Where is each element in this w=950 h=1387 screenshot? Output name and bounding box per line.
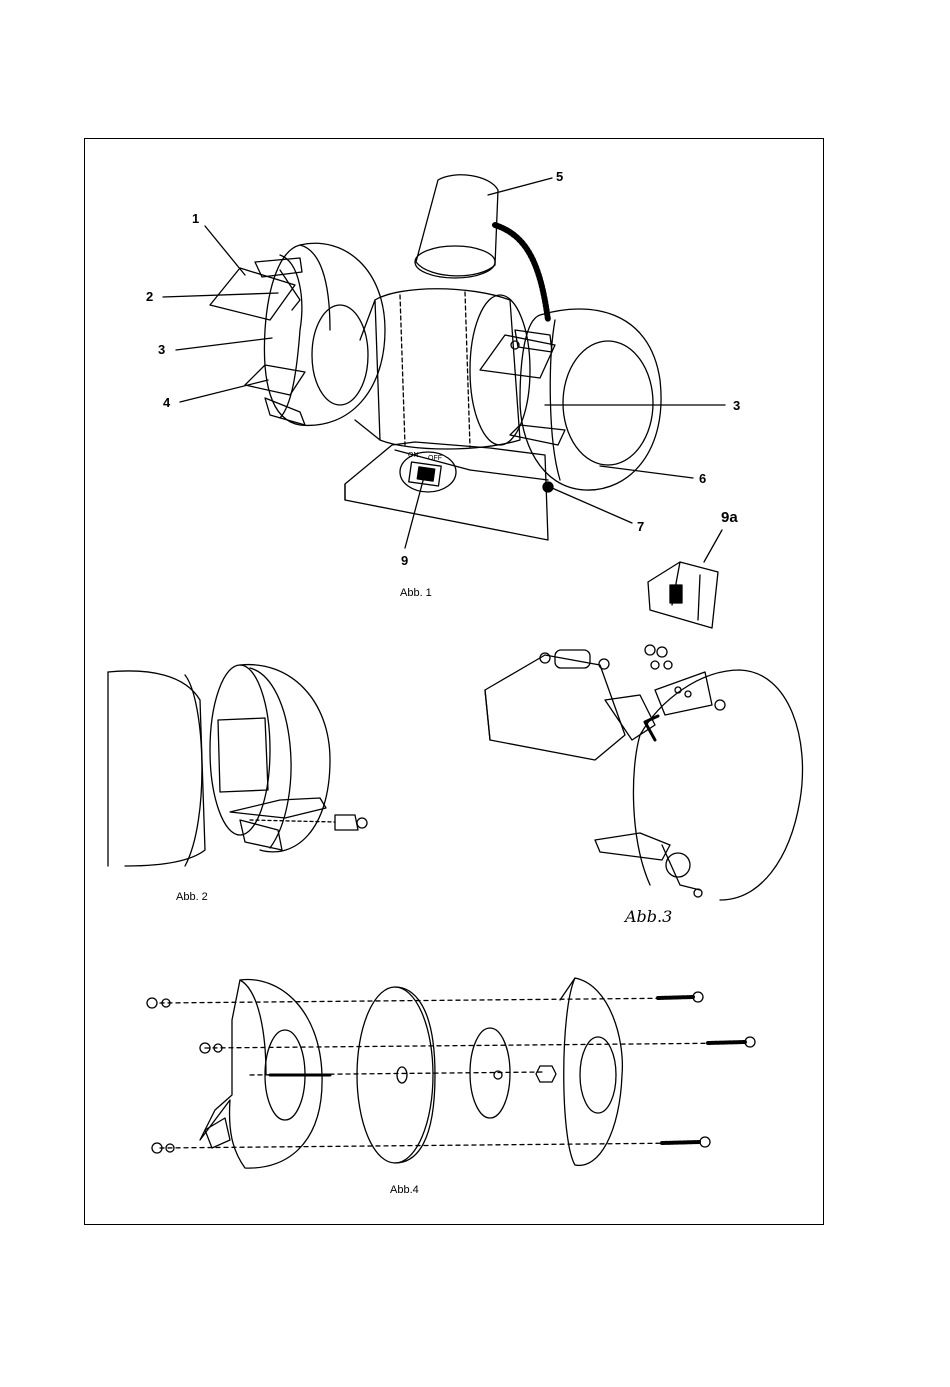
right-wheel-guard xyxy=(520,309,661,490)
callout-3-left: 3 xyxy=(158,342,165,357)
fig3-eye-shield-mounting: Abb.3 xyxy=(485,645,803,926)
callout-9: 9 xyxy=(401,553,408,568)
switch-inset xyxy=(648,562,718,628)
motor-housing xyxy=(312,289,530,449)
fig2-tool-rest-mounting: Abb. 2 xyxy=(108,665,367,903)
left-lower-tool-rest xyxy=(245,365,305,425)
lamp xyxy=(415,175,548,320)
switch-plate: ON OFF xyxy=(400,452,456,492)
callout-2: 2 xyxy=(146,289,153,304)
fig1-bench-grinder: ON OFF xyxy=(146,169,740,628)
switch-off-label: OFF xyxy=(428,455,442,462)
callout-7: 7 xyxy=(637,519,644,534)
callout-6: 6 xyxy=(699,471,706,486)
callout-3-right: 3 xyxy=(733,398,740,413)
spindle-nut xyxy=(536,1066,556,1082)
fig1-leaders xyxy=(163,178,725,562)
callout-5: 5 xyxy=(556,169,563,184)
left-tool-rest xyxy=(210,258,302,320)
fig2-caption: Abb. 2 xyxy=(176,891,208,903)
switch-on-label: ON xyxy=(408,452,419,459)
inner-guard xyxy=(200,980,330,1169)
adjustment-screw xyxy=(543,482,553,492)
left-nuts xyxy=(147,998,222,1153)
right-bolts xyxy=(658,992,755,1147)
fig4-exploded-wheel-assembly: Abb.4 xyxy=(147,978,755,1196)
fig3-caption: Abb.3 xyxy=(623,907,672,926)
fig4-caption: Abb.4 xyxy=(390,1184,419,1196)
outer-guard xyxy=(560,978,622,1165)
callout-4: 4 xyxy=(163,395,171,410)
left-wheel-guard xyxy=(264,243,385,425)
fig1-caption: Abb. 1 xyxy=(400,587,432,599)
grinding-wheel xyxy=(357,987,435,1163)
callout-9a: 9a xyxy=(721,509,738,526)
callout-1: 1 xyxy=(192,211,199,226)
